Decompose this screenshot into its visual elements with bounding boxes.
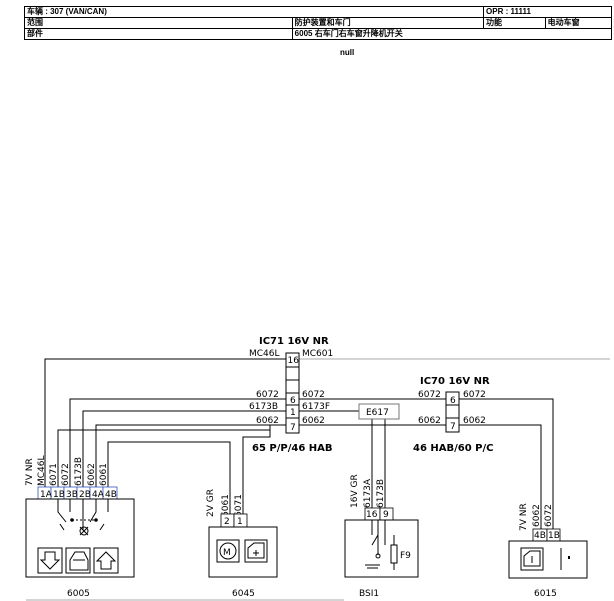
c6015-label: 6015 [534,589,557,599]
c6005-connector: 7V NR [25,458,35,486]
wire-6061 [107,441,231,518]
wire-mc46l [44,358,286,487]
ic71-pin-6: 6 [290,396,296,406]
c6005-pin-1b: 1B [53,490,65,500]
c6015-pin-4b: 4B [534,531,546,541]
bsi1-connector: 16V GR [350,474,360,508]
label-6072-right: 6072 [302,390,325,400]
bsi1-wire-6173b: 6173B [376,479,386,508]
wire-6071 [242,425,271,518]
wire-6072-left [69,398,286,487]
bsi1-pin-9: 9 [383,510,389,520]
c6015-wire-6062: 6062 [532,504,542,527]
harness-right-label: 46 HAB/60 P/C [413,443,494,454]
c6005-label: 6005 [67,589,90,599]
label-6072-left: 6072 [256,390,279,400]
ic70-6072-right: 6072 [463,390,486,400]
harness-left-label: 65 P/P/46 HAB [252,443,333,454]
label-6062-right: 6062 [302,416,325,426]
wire-6072-right [459,398,554,533]
c6005-wire-6062: 6062 [87,463,97,486]
c6015-connector: 7V NR [519,503,529,531]
c6005-wire-6071: 6071 [49,463,59,486]
ic70-6062-left: 6062 [418,416,441,426]
c6005-pin-1a: 1A [40,490,53,500]
motor-glyph: M [223,548,231,558]
c6045-wire-6071: 6071 [234,494,244,517]
c6005-pins: 1A 1B 3B 2B 4A 4B [37,486,118,500]
ic70-pin-6: 6 [450,396,456,406]
ic71-title: IC71 16V NR [259,336,329,347]
c6015-wire-6072: 6072 [544,504,554,527]
c6045-connector: 2V GR [206,489,216,517]
component-6045: 2V GR 6061 6071 2 1 M 6045 [206,489,278,599]
ic71-pin-7: 7 [290,423,296,433]
wire-6062-right [459,424,542,533]
ic71-left-wire: MC46L [249,349,280,359]
c6005-mc46l: MC46L [37,455,47,486]
c6045-wire-6061: 6061 [221,494,231,517]
component-bsi1: 16V GR 6173A 6173B 16 9 F9 BSI1 [344,474,419,599]
ic70-6072-left: 6072 [418,390,441,400]
c6045-pin-1: 1 [237,517,243,527]
header-table: 车辆 : 307 (VAN/CAN) OPR : 11111 范围 防护装置和车… [23,6,613,40]
switch-symbol [57,499,109,536]
ic71-pin-1: 1 [290,408,296,418]
label-6062-left: 6062 [256,416,279,426]
ic70-6062-right: 6062 [463,416,486,426]
wire-6173b-left [82,410,286,487]
component-6015: 7V NR 6062 6072 4B 1B 6015 [508,503,588,599]
c6005-wire-6061: 6061 [99,463,109,486]
part-value: 6005 右车门右车窗升降机开关 [291,28,613,40]
label-6173f: 6173F [302,402,330,412]
c6005-wire-6072: 6072 [61,463,71,486]
c6005-pin-4b: 4B [105,490,117,500]
c6005-wire-6173b: 6173B [74,457,84,486]
splice-e617: E617 [358,403,400,420]
bsi1-pin-16: 16 [366,510,378,520]
fuse-icon [390,544,398,564]
ic71-connector: IC71 16V NR MC46L MC601 16 6 1 7 6072 60… [249,336,333,434]
ic70-pin-7: 7 [450,422,456,432]
bsi1-wire-6173a: 6173A [363,478,373,508]
c6045-pin-2: 2 [224,517,230,527]
bsi1-label: BSI1 [359,589,379,599]
c6005-pin-2b: 2B [79,490,91,500]
c6005-pin-3b: 3B [66,490,78,500]
label-6173b: 6173B [249,402,278,412]
bsi1-fuse: F9 [400,551,411,561]
part-label: 部件 [24,28,293,40]
c6005-pin-4a: 4A [92,490,105,500]
ic71-right-wire: MC601 [302,349,333,359]
null-note: null [340,48,355,57]
c6015-pin-1b: 1B [548,531,560,541]
splice-label: E617 [366,408,389,418]
ic70-connector: IC70 16V NR 6 7 6072 6072 6062 6062 [418,376,490,433]
wire-6071-left [57,429,270,487]
component-6005: 7V NR MC46L 6071 6072 6173B 6062 6061 1A… [25,455,135,599]
c6045-label: 6045 [232,589,255,599]
wires [44,358,610,533]
ic70-title: IC70 16V NR [420,376,490,387]
ic71-pin-16: 16 [288,356,300,366]
wire-6062-left [95,424,286,487]
